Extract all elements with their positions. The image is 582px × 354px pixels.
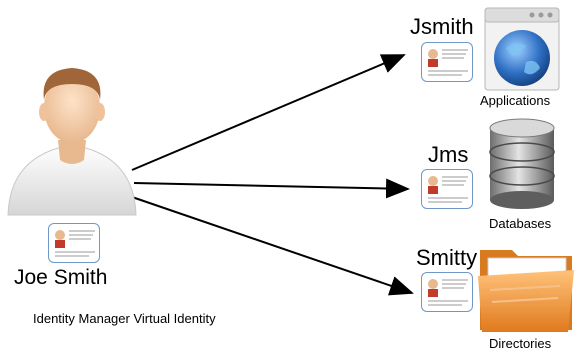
system-label-directories: Directories xyxy=(489,336,552,351)
id-card-icon xyxy=(428,49,468,76)
identity-card-directories xyxy=(421,272,473,312)
user-id-card xyxy=(48,223,100,263)
identity-card-databases xyxy=(421,169,473,209)
globe-window-icon xyxy=(484,7,560,91)
system-label-databases: Databases xyxy=(489,216,552,231)
database-icon xyxy=(489,118,555,209)
id-card-icon xyxy=(428,279,468,306)
arrow-to-databases xyxy=(133,178,410,199)
user-avatar-icon xyxy=(7,68,137,216)
diagram-caption: Identity Manager Virtual Identity xyxy=(33,311,216,326)
identity-card-applications xyxy=(421,42,473,82)
id-card-icon xyxy=(55,230,95,257)
arrow-to-applications xyxy=(131,54,406,171)
id-card-icon xyxy=(428,176,468,203)
identity-username-databases: Jms xyxy=(428,142,469,167)
arrows xyxy=(131,54,414,296)
folder-icon xyxy=(478,250,574,332)
identity-username-directories: Smitty xyxy=(416,245,478,270)
identity-username-applications: Jsmith xyxy=(410,14,474,39)
system-label-applications: Applications xyxy=(480,93,551,108)
user-name: Joe Smith xyxy=(14,266,108,289)
arrow-to-directories xyxy=(131,196,414,296)
